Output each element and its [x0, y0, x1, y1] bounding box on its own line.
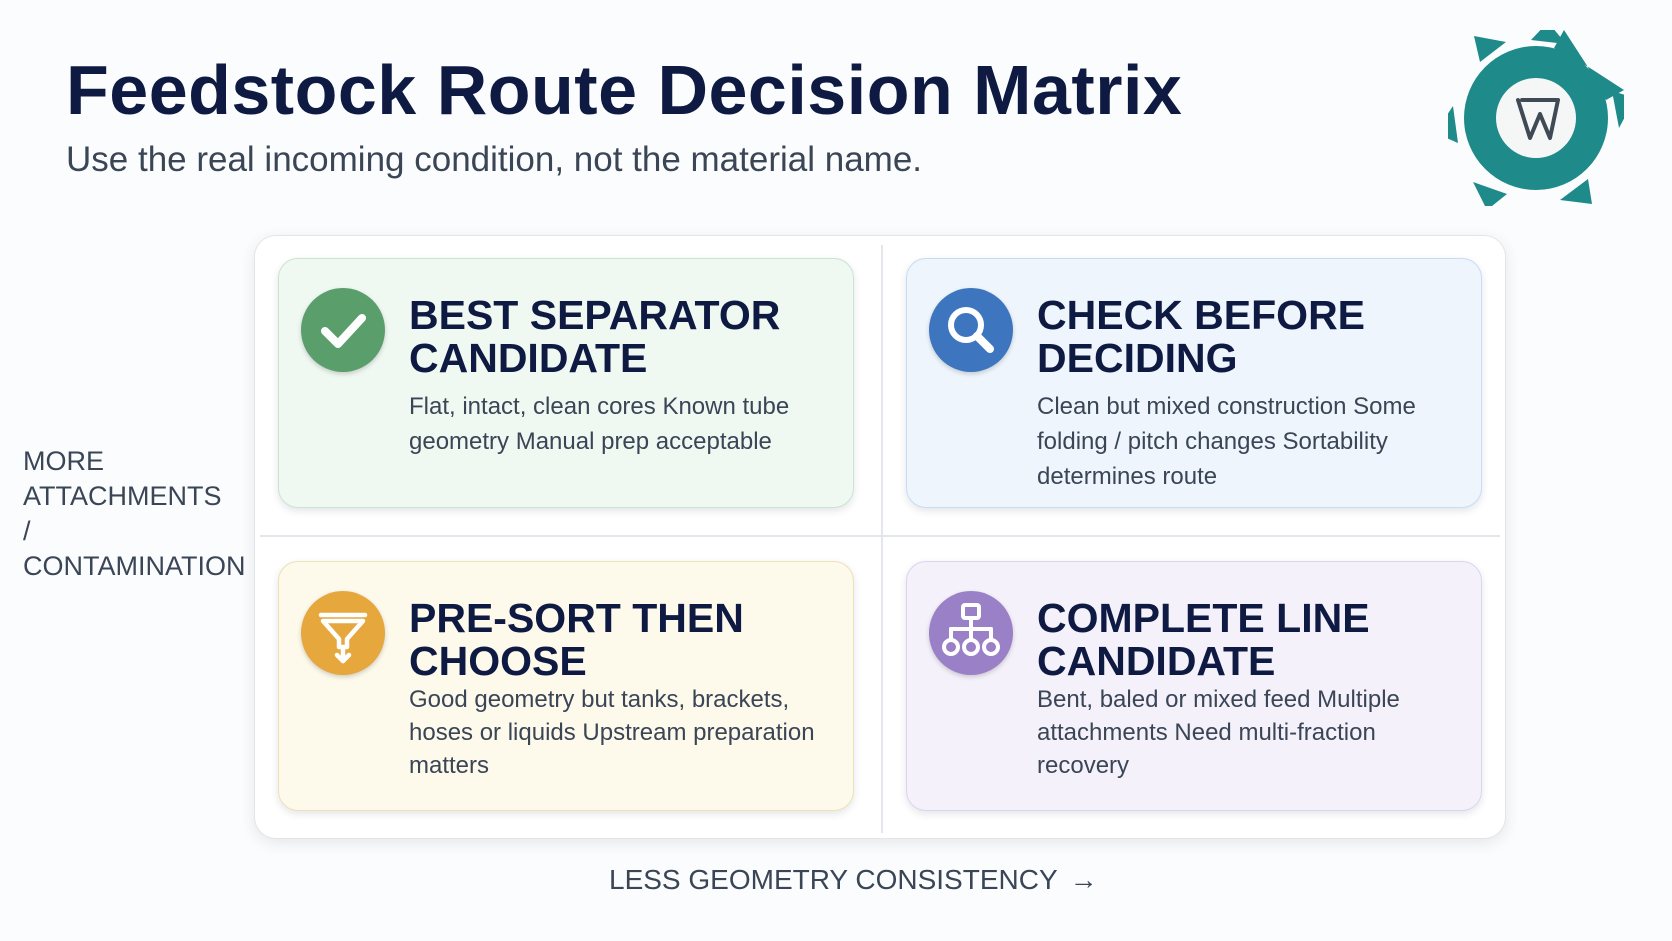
funnel-icon: [301, 591, 385, 675]
quadrant-title-line: CANDIDATE: [409, 335, 648, 381]
x-axis-label: LESS GEOMETRY CONSISTENCY →: [609, 862, 1098, 898]
quadrant-title-line: PRE-SORT THEN: [409, 595, 744, 641]
page-subtitle: Use the real incoming condition, not the…: [66, 140, 923, 179]
quadrant-pre-sort: PRE-SORT THEN CHOOSE Good geometry but t…: [278, 561, 854, 811]
arrow-right-icon: →: [1069, 864, 1098, 895]
quadrant-title: PRE-SORT THEN CHOOSE: [409, 597, 839, 683]
quadrant-title-line: CHECK BEFORE: [1037, 292, 1366, 338]
quadrant-title-line: DECIDING: [1037, 335, 1238, 381]
hierarchy-icon: [929, 591, 1013, 675]
quadrant-title-line: BEST SEPARATOR: [409, 292, 781, 338]
y-axis-label-line: ATTACHMENTS: [23, 481, 222, 511]
quadrant-title: BEST SEPARATOR CANDIDATE: [409, 294, 839, 380]
quadrant-complete-line: COMPLETE LINE CANDIDATE Bent, baled or m…: [906, 561, 1482, 811]
quadrant-description: Clean but mixed construction Some foldin…: [1037, 393, 1416, 490]
quadrant-title: CHECK BEFORE DECIDING: [1037, 294, 1467, 380]
quadrant-title-line: CANDIDATE: [1037, 638, 1276, 684]
quadrant-title-line: COMPLETE LINE: [1037, 595, 1370, 641]
quadrant-description: Flat, intact, clean cores Known tube geo…: [409, 393, 790, 455]
horizontal-divider: [260, 535, 1500, 537]
x-axis-label-text: LESS GEOMETRY CONSISTENCY: [609, 864, 1058, 895]
y-axis-label-line: CONTAMINATION: [23, 551, 246, 581]
quadrant-title: COMPLETE LINE CANDIDATE: [1037, 597, 1467, 683]
magnifier-icon: [929, 288, 1013, 372]
y-axis-label: MORE ATTACHMENTS / CONTAMINATION: [23, 444, 246, 584]
check-icon: [301, 288, 385, 372]
page-title: Feedstock Route Decision Matrix: [66, 51, 1183, 129]
quadrant-description: Good geometry but tanks, brackets, hoses…: [409, 686, 815, 779]
y-axis-label-line: MORE: [23, 446, 104, 476]
quadrant-check-before: CHECK BEFORE DECIDING Clean but mixed co…: [906, 258, 1482, 508]
quadrant-title-line: CHOOSE: [409, 638, 587, 684]
vertical-divider: [881, 245, 883, 833]
y-axis-label-line: /: [23, 516, 31, 546]
quadrant-description: Bent, baled or mixed feed Multiple attac…: [1037, 686, 1400, 779]
gear-cutter-logo: [1448, 30, 1624, 206]
quadrant-best-separator: BEST SEPARATOR CANDIDATE Flat, intact, c…: [278, 258, 854, 508]
